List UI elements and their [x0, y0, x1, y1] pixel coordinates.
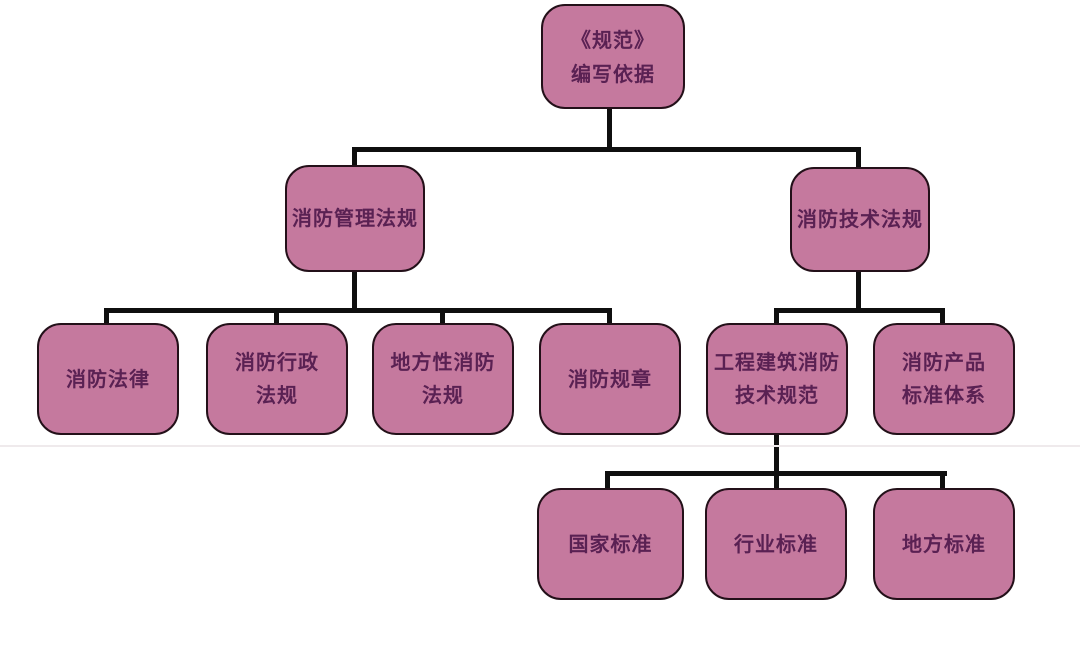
connector-mgmt-down: [352, 270, 357, 313]
connector-to-national: [605, 471, 610, 490]
connector-to-local-reg: [440, 308, 445, 325]
connector-level1-horizontal: [352, 147, 861, 152]
connector-to-admin: [274, 308, 279, 325]
scan-artifact-line: [0, 445, 1080, 447]
connector-to-industry: [774, 471, 779, 490]
node-fire-product-standards: 消防产品 标准体系: [873, 323, 1015, 435]
connector-root-down: [607, 107, 612, 152]
connector-to-rules: [607, 308, 612, 325]
connector-to-mgmt: [352, 147, 357, 167]
connector-tech-down: [856, 270, 861, 313]
connector-to-product: [940, 308, 945, 325]
connector-level2-right-horizontal: [774, 308, 945, 313]
connector-to-law: [104, 308, 109, 325]
node-industry-standard: 行业标准: [705, 488, 847, 600]
node-fire-admin-regs: 消防行政 法规: [206, 323, 348, 435]
node-national-standard: 国家标准: [537, 488, 684, 600]
node-fire-laws: 消防法律: [37, 323, 179, 435]
node-construction-fire-tech-code: 工程建筑消防 技术规范: [706, 323, 848, 435]
node-fire-rules: 消防规章: [539, 323, 681, 435]
node-fire-technical-regs: 消防技术法规: [790, 167, 930, 272]
connector-to-eng: [774, 308, 779, 325]
node-fire-management-regs: 消防管理法规: [285, 165, 425, 272]
node-local-standard: 地方标准: [873, 488, 1015, 600]
node-local-fire-regs: 地方性消防 法规: [372, 323, 514, 435]
connector-to-local-std: [940, 471, 945, 490]
connector-eng-down: [774, 433, 779, 475]
connector-level2-left-horizontal: [104, 308, 612, 313]
node-code-writing-basis: 《规范》 编写依据: [541, 4, 685, 109]
connector-to-tech: [856, 147, 861, 169]
